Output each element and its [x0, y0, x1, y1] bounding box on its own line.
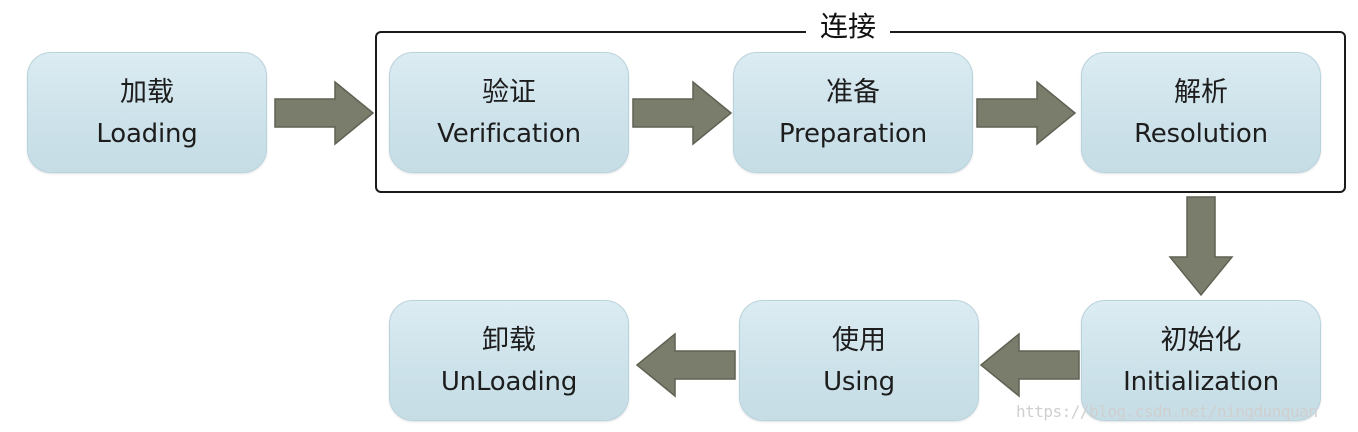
node-unloading-zh-label: 卸载 — [482, 324, 536, 356]
node-preparation: 准备 Preparation — [733, 52, 973, 173]
node-resolution: 解析 Resolution — [1081, 52, 1321, 173]
arrow-verification-to-preparation-icon — [632, 80, 733, 146]
watermark-url: https://blog.csdn.net/ningdunquan — [1016, 402, 1318, 421]
node-using: 使用 Using — [739, 300, 979, 421]
node-using-en-label: Using — [823, 366, 895, 397]
node-loading-en-label: Loading — [96, 118, 198, 149]
linking-group-title: 连接 — [806, 8, 890, 46]
node-initialization-zh-label: 初始化 — [1160, 324, 1242, 356]
node-loading: 加载 Loading — [27, 52, 267, 173]
node-resolution-zh-label: 解析 — [1174, 76, 1228, 108]
arrow-loading-to-verification-icon — [274, 80, 375, 146]
node-unloading-en-label: UnLoading — [440, 366, 578, 397]
node-resolution-en-label: Resolution — [1134, 118, 1268, 149]
arrow-using-to-unloading-icon — [635, 332, 736, 398]
arrow-preparation-to-resolution-icon — [976, 80, 1077, 146]
node-unloading: 卸载 UnLoading — [389, 300, 629, 421]
node-verification: 验证 Verification — [389, 52, 629, 173]
arrow-resolution-to-initialization-icon — [1168, 196, 1234, 297]
node-preparation-zh-label: 准备 — [826, 76, 880, 108]
node-verification-en-label: Verification — [437, 118, 581, 149]
node-initialization-en-label: Initialization — [1123, 366, 1279, 397]
arrow-initialization-to-using-icon — [979, 332, 1080, 398]
node-verification-zh-label: 验证 — [482, 76, 536, 108]
node-preparation-en-label: Preparation — [779, 118, 927, 149]
node-initialization: 初始化 Initialization — [1081, 300, 1321, 421]
node-loading-zh-label: 加载 — [120, 76, 174, 108]
node-using-zh-label: 使用 — [832, 324, 886, 356]
